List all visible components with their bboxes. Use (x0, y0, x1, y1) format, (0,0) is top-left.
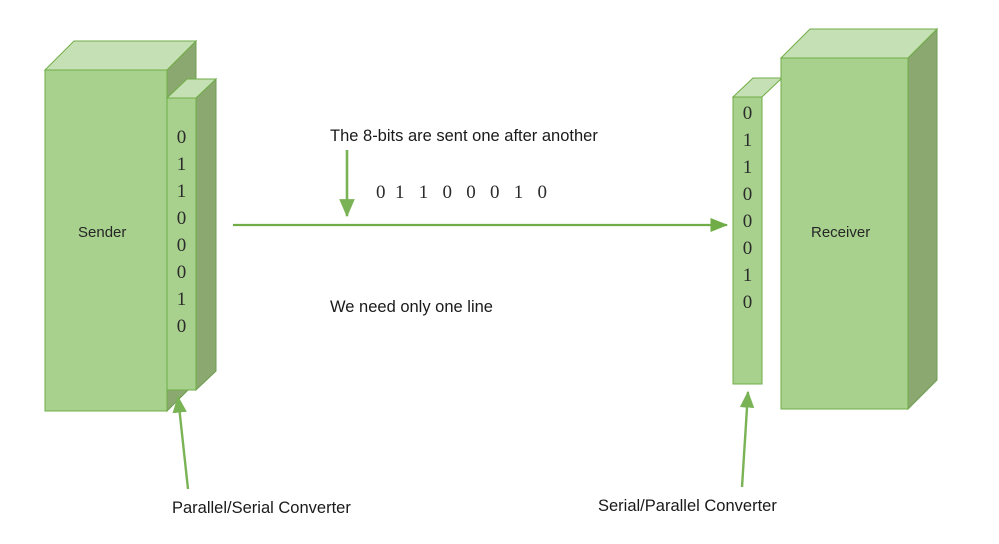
sender-label: Sender (78, 224, 127, 241)
receiver-bit-5: 0 (742, 238, 753, 259)
receiver-box-front-face (780, 57, 909, 410)
parallel-serial-callout-arrow (172, 395, 190, 490)
receiver-bit-1: 1 (742, 130, 753, 151)
receiver-box (779, 27, 939, 411)
receiver-box-side-face (907, 27, 938, 411)
receiver-bit-7: 0 (742, 292, 753, 313)
sender-bit-7: 0 (176, 316, 187, 337)
sender-bit-4: 0 (176, 235, 187, 256)
receiver-label: Receiver (811, 224, 871, 241)
single-line-note: We need only one line (330, 298, 493, 316)
receiver-converter-front-face (732, 96, 763, 385)
receiver-converter-column (731, 77, 784, 385)
sender-bit-5: 0 (176, 262, 187, 283)
sender-bit-1: 1 (176, 154, 187, 175)
sender-box-front-face (44, 69, 168, 412)
receiver-bit-2: 1 (742, 157, 753, 178)
serial-transmission-note: The 8-bits are sent one after another (330, 127, 598, 145)
receiver-bit-4: 0 (742, 211, 753, 232)
receiver-bit-6: 1 (742, 265, 753, 286)
receiver-bit-3: 0 (742, 184, 753, 205)
receiver-bit-column: 0 1 1 0 0 0 1 0 (733, 100, 762, 316)
sender-bit-0: 0 (176, 127, 187, 148)
serial-parallel-callout-arrow (739, 390, 755, 488)
sender-converter-front-face (166, 97, 197, 391)
sender-bit-6: 1 (176, 289, 187, 310)
sender-bit-3: 0 (176, 208, 187, 229)
parallel-serial-converter-label: Parallel/Serial Converter (172, 499, 351, 517)
sender-bit-column: 0 1 1 0 0 0 1 0 (167, 124, 196, 340)
sender-converter-column (165, 77, 218, 392)
sender-converter-side-face (195, 77, 217, 392)
serial-parallel-converter-label: Serial/Parallel Converter (598, 497, 777, 515)
serial-bit-stream: 0 1 1 0 0 0 1 0 (376, 182, 547, 203)
receiver-bit-0: 0 (742, 103, 753, 124)
receiver-converter-top-face (731, 77, 784, 98)
sender-bit-2: 1 (176, 181, 187, 202)
